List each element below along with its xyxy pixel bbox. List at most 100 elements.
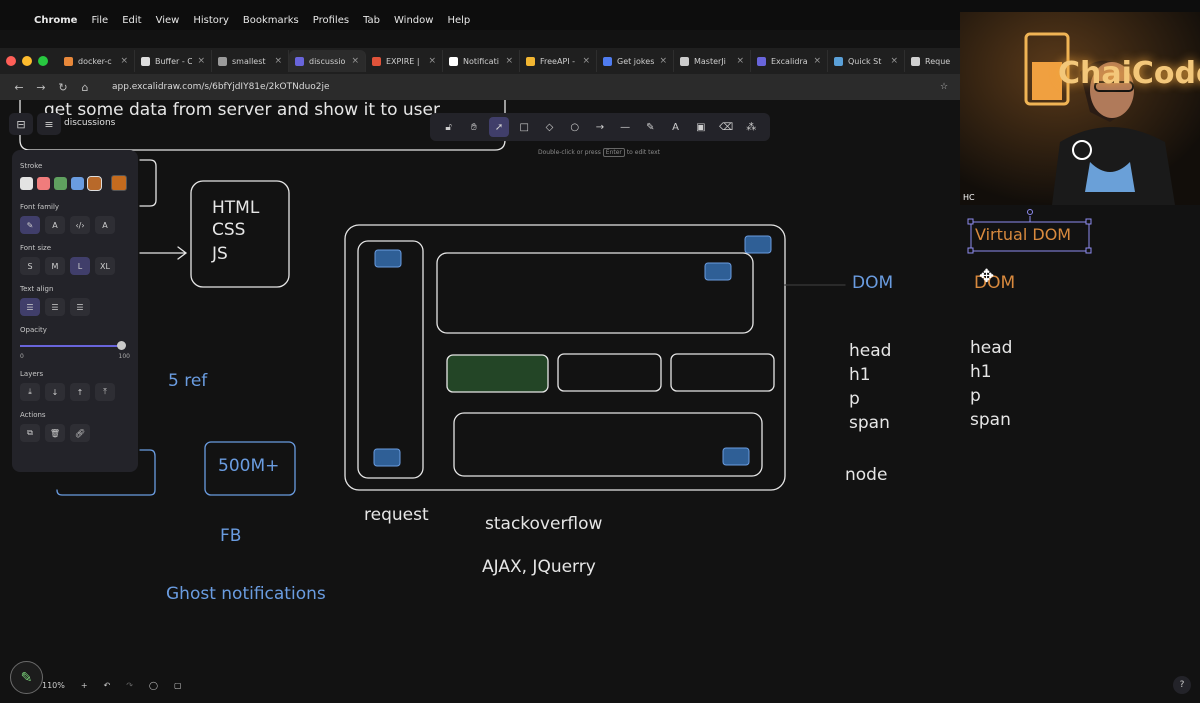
reload-icon[interactable]: ↻ [58, 80, 68, 94]
wireframe-card-3[interactable] [670, 353, 775, 392]
font-size-l[interactable]: L [70, 257, 90, 275]
browser-tab[interactable]: MasterJi× [674, 50, 751, 72]
menu-window[interactable]: Window [394, 15, 434, 26]
diamond-icon[interactable]: ◇ [545, 121, 554, 133]
pen-mode-icon[interactable]: ✎ [10, 661, 43, 694]
wireframe-outer[interactable] [344, 224, 786, 491]
sketch-box-left-blue[interactable] [56, 449, 156, 496]
back-icon[interactable]: ← [14, 80, 24, 94]
send-backward-icon[interactable]: ↓ [45, 383, 65, 401]
stroke-color-current[interactable] [111, 175, 127, 191]
minimize-window-button[interactable] [22, 56, 32, 66]
sketch-arrow[interactable] [139, 246, 188, 260]
eraser-icon[interactable]: ⌫ [718, 121, 734, 133]
rectangle-icon[interactable]: □ [519, 121, 529, 133]
menu-tab[interactable]: Tab [363, 15, 381, 26]
canvas-text-request[interactable]: request [364, 505, 429, 525]
dom-list[interactable]: head h1 p span [849, 339, 891, 435]
canvas-text-dom[interactable]: DOM [852, 273, 894, 293]
align-left-icon[interactable]: ☰ [20, 298, 40, 316]
canvas-text-js[interactable]: JS [212, 244, 228, 264]
browser-tab[interactable]: FreeAPI -× [520, 50, 597, 72]
maximize-window-button[interactable] [38, 56, 48, 66]
stroke-color-blue[interactable] [71, 176, 84, 190]
tab-close-icon[interactable]: × [736, 56, 744, 66]
hand-icon[interactable]: ✋︎ [470, 121, 477, 133]
menu-file[interactable]: File [91, 15, 109, 26]
wireframe-header[interactable] [436, 252, 754, 334]
notification-dot[interactable] [373, 448, 401, 467]
tab-close-icon[interactable]: × [505, 56, 513, 66]
image-icon[interactable]: ▣ [696, 121, 706, 133]
send-to-back-icon[interactable]: ⤓ [20, 383, 40, 401]
font-size-m[interactable]: M [45, 257, 65, 275]
stroke-color-green[interactable] [54, 176, 67, 190]
menu-app-name[interactable]: Chrome [34, 15, 78, 26]
scene-name[interactable]: discussions [64, 118, 116, 128]
menu-help[interactable]: Help [447, 15, 471, 26]
line-icon[interactable]: — [620, 121, 631, 133]
font-size-s[interactable]: S [20, 257, 40, 275]
menu-history[interactable]: History [193, 15, 229, 26]
sketch-box-top[interactable] [19, 100, 506, 151]
canvas-text-fb[interactable]: FB [220, 526, 242, 546]
canvas-text-node[interactable]: node [845, 465, 888, 485]
feedback-icon[interactable]: ▢ [173, 680, 182, 690]
zoom-level[interactable]: 110% [42, 680, 65, 690]
resize-handle[interactable] [1085, 218, 1092, 225]
canvas-text-users[interactable]: 500M+ [218, 456, 280, 476]
font-code-icon[interactable]: ‹/› [70, 216, 90, 234]
stroke-color-orange[interactable] [87, 175, 102, 191]
canvas-text-html[interactable]: HTML [212, 198, 260, 218]
font-hand-icon[interactable]: ✎ [20, 216, 40, 234]
font-normal-icon[interactable]: A [45, 216, 65, 234]
font-more-icon[interactable]: A [95, 216, 115, 234]
tab-close-icon[interactable]: × [813, 56, 821, 66]
redo-icon[interactable]: ↷ [126, 680, 133, 690]
canvas-text-ajax[interactable]: AJAX, JQuerry [482, 557, 596, 577]
resize-handle[interactable] [967, 218, 974, 225]
more-tools-icon[interactable]: ⁂ [746, 121, 757, 133]
menu-bookmarks[interactable]: Bookmarks [242, 15, 299, 26]
opacity-slider[interactable] [20, 339, 130, 353]
tab-close-icon[interactable]: × [428, 56, 436, 66]
ellipse-icon[interactable]: ○ [570, 121, 580, 133]
resize-handle[interactable] [967, 247, 974, 254]
wireframe-sidebar[interactable] [357, 240, 424, 479]
virtual-dom-list[interactable]: head h1 p span [970, 336, 1012, 432]
sketch-box-html[interactable] [190, 180, 290, 288]
undo-icon[interactable]: ↶ [103, 680, 111, 690]
link-icon[interactable]: 🔗︎ [70, 424, 90, 442]
stroke-color-red[interactable] [37, 176, 50, 190]
menu-profiles[interactable]: Profiles [312, 15, 350, 26]
resize-handle[interactable] [1085, 247, 1092, 254]
notification-dot[interactable] [722, 447, 750, 466]
tab-close-icon[interactable]: × [351, 56, 359, 66]
browser-tab[interactable]: Excalidra× [751, 50, 828, 72]
home-icon[interactable]: ⌂ [81, 80, 89, 94]
browser-tab[interactable]: discussio× [289, 50, 366, 72]
text-icon[interactable]: A [672, 121, 679, 133]
font-size-xl[interactable]: XL [95, 257, 115, 275]
bring-to-front-icon[interactable]: ⤒ [95, 383, 115, 401]
wireframe-footer[interactable] [453, 412, 763, 477]
duplicate-icon[interactable]: ⧉ [20, 424, 40, 442]
rotate-handle[interactable] [1027, 209, 1033, 215]
tab-close-icon[interactable]: × [659, 56, 667, 66]
sketch-box-users[interactable] [204, 441, 296, 496]
sidebar-toggle-icon[interactable]: ⊟ [9, 113, 33, 135]
close-window-button[interactable] [6, 56, 16, 66]
wireframe-card-2[interactable] [557, 353, 662, 392]
browser-tab[interactable]: Get jokes× [597, 50, 674, 72]
pencil-icon[interactable]: ✎ [646, 121, 655, 133]
selection-icon[interactable]: ➚ [489, 117, 510, 137]
url-field[interactable]: app.excalidraw.com/s/6bfYjdIY81e/2kOTNdu… [112, 82, 330, 92]
stroke-color-white[interactable] [20, 176, 33, 190]
browser-tab[interactable]: Quick St× [828, 50, 905, 72]
help-icon[interactable]: ? [1173, 676, 1191, 694]
canvas-text-ghost[interactable]: Ghost notifications [166, 584, 326, 604]
browser-tab[interactable]: Notificati× [443, 50, 520, 72]
menu-view[interactable]: View [155, 15, 180, 26]
canvas-text-ref[interactable]: 5 ref [168, 371, 208, 391]
arrow-icon[interactable]: → [595, 121, 605, 133]
